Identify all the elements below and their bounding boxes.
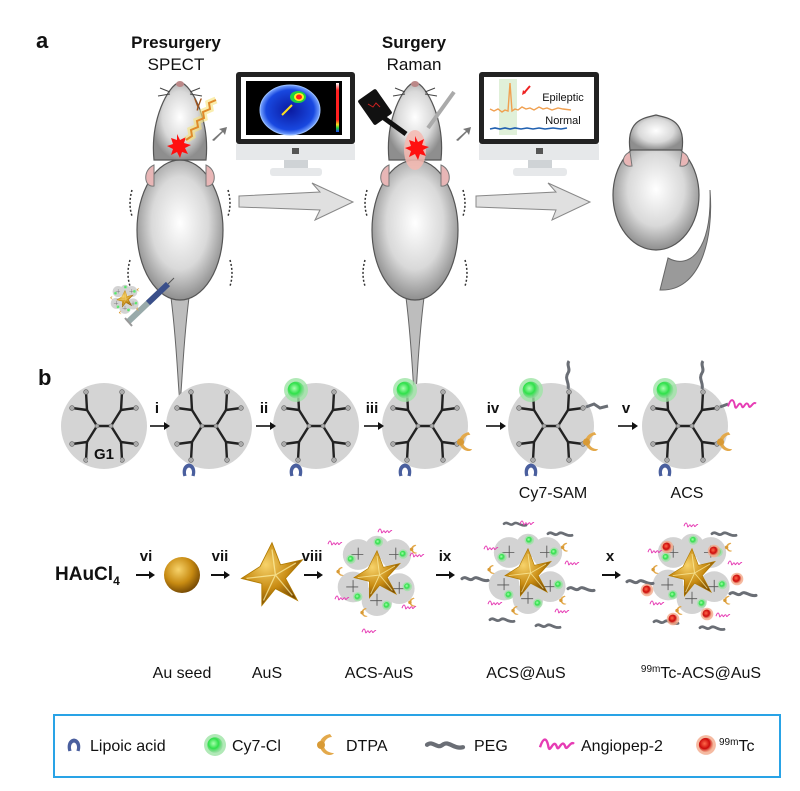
tc-acs-at-aus-label: 99mTc-ACS@AuS [641, 664, 761, 682]
lesion-star-icon [167, 134, 191, 158]
normal-trace-label: Normal [545, 115, 580, 127]
legend-item-cy7: Cy7-Cl [204, 734, 281, 756]
process-arrow-1 [238, 182, 355, 222]
surgical-tool-icon [426, 90, 456, 130]
panel-a: a Presurgery SPECT Surgery Raman γ [36, 28, 712, 403]
panel-b: b G1 [38, 360, 761, 682]
legend-label: Angiopep-2 [581, 738, 663, 755]
aus-label: AuS [252, 665, 282, 682]
step-label: ii [260, 400, 268, 417]
dendrimer-cy7-sam [508, 360, 609, 477]
technetium-icon [696, 735, 716, 755]
row1-step-arrows: i ii iii iv v [150, 400, 638, 430]
mouse-presurgery-illustration [127, 80, 233, 403]
step-arrow-v: v [618, 400, 638, 430]
compound-name: Tc-ACS@AuS [660, 665, 761, 682]
isotope-superscript: 99m [719, 737, 738, 748]
legend-item-angiopep: Angiopep-2 [538, 738, 663, 755]
step-arrow-i: i [150, 400, 170, 430]
spect-label: SPECT [148, 55, 205, 74]
step-arrow-ii: ii [256, 400, 276, 430]
mouse-surgery-illustration [362, 80, 468, 403]
step-label: ix [439, 548, 452, 565]
raman-probe-icon [358, 89, 408, 137]
step-arrow-iii: iii [364, 400, 384, 430]
legend: Lipoic acid Cy7-Cl DTPA PEG Angiopep-2 9… [53, 714, 781, 778]
dendrimer-acs [642, 360, 757, 477]
step-label: vi [140, 548, 153, 565]
process-arrow-2 [475, 182, 592, 221]
legend-label: DTPA [346, 738, 388, 755]
au-seed-label: Au seed [153, 665, 212, 682]
step-arrow-vii: vii [211, 548, 230, 579]
lesion-star-icon [405, 136, 429, 160]
gamma-ray-icon [184, 96, 218, 143]
acs-aus-label: ACS-AuS [345, 665, 413, 682]
step-arrow-iv: iv [486, 400, 506, 430]
legend-label: Lipoic acid [90, 738, 166, 755]
mouse-recovered-illustration [612, 114, 712, 291]
dendrimer-lipoic [166, 383, 252, 477]
dendrimer-lipoic-cy7 [273, 378, 359, 477]
isotope-superscript: 99m [641, 664, 660, 675]
tc-acs-at-aus-particle [625, 522, 758, 632]
acs-at-aus-particle [460, 520, 596, 630]
raman-monitor: Epileptic Normal [479, 72, 599, 176]
dendrimer-lipoic-cy7-dtpa [382, 378, 473, 477]
surgery-title: Surgery [382, 33, 447, 52]
small-arrow-icon [456, 127, 471, 141]
presurgery-title: Presurgery [131, 33, 221, 52]
legend-label: Cy7-Cl [232, 738, 281, 755]
step-arrow-x: x [602, 548, 621, 579]
dendrimer-g1: G1 [61, 383, 147, 469]
acs-aus-particle [327, 528, 425, 634]
step-label: i [155, 400, 159, 417]
raman-label: Raman [387, 55, 442, 74]
panel-b-label: b [38, 365, 51, 390]
row2-step-arrows: vi vii viii ix x [136, 548, 621, 579]
acs-label: ACS [671, 485, 704, 502]
precursor-subscript: 4 [113, 574, 120, 588]
step-label: x [606, 548, 615, 565]
gold-nanostar [240, 542, 304, 607]
small-arrow-icon [212, 127, 227, 141]
step-label: iii [366, 400, 379, 417]
g1-label: G1 [94, 446, 114, 463]
precursor-label: HAuCl4 [55, 564, 120, 588]
injection-syringe-icon [110, 277, 175, 327]
legend-label: 99mTc [719, 737, 754, 755]
legend-label: PEG [474, 738, 508, 755]
epileptic-trace-label: Epileptic [542, 92, 584, 104]
step-arrow-vi: vi [136, 548, 155, 579]
au-seed-sphere [164, 557, 200, 593]
legend-item-technetium: 99mTc [696, 735, 754, 755]
cy7-sam-label: Cy7-SAM [519, 485, 587, 502]
spect-monitor [236, 72, 355, 176]
legend-item-dtpa: DTPA [317, 734, 388, 756]
step-label: viii [302, 548, 323, 565]
gamma-symbol: γ [194, 94, 202, 111]
acs-at-aus-label: ACS@AuS [486, 665, 565, 682]
legend-item-peg: PEG [427, 738, 508, 755]
element-label: Tc [738, 738, 754, 755]
step-label: vii [212, 548, 229, 565]
cy7-dye-icon [204, 734, 226, 756]
step-label: v [622, 400, 631, 417]
step-arrow-ix: ix [436, 548, 455, 579]
precursor-base: HAuCl [55, 564, 113, 585]
legend-item-lipoic-acid: Lipoic acid [67, 738, 166, 755]
panel-a-label: a [36, 28, 49, 53]
legend-box [53, 714, 781, 778]
step-label: iv [487, 400, 500, 417]
step-arrow-viii: viii [302, 548, 323, 579]
